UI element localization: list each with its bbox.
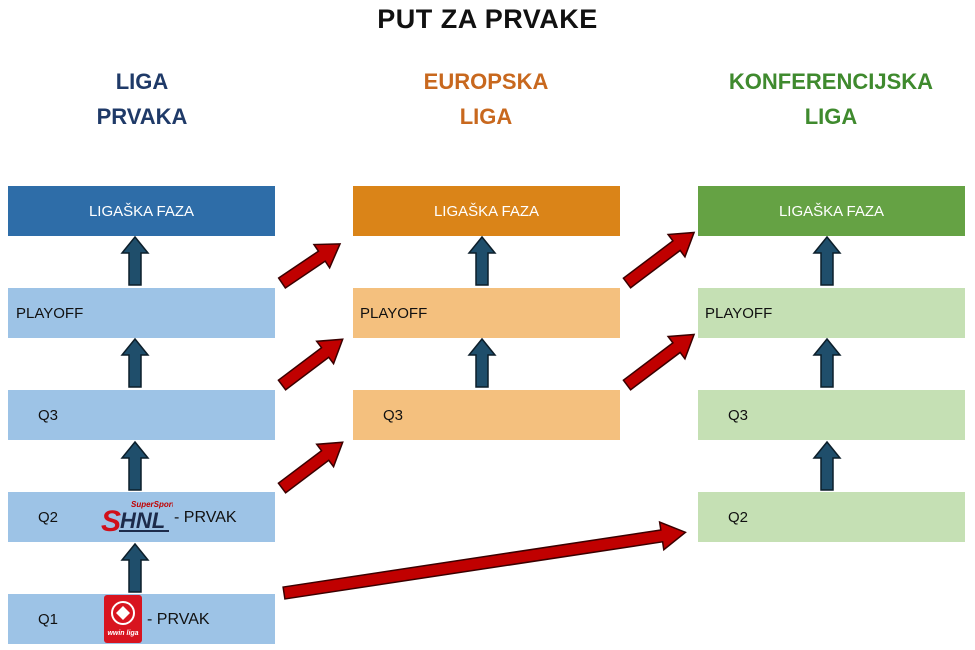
uecl-q2-box: Q2 [698,492,965,542]
transfer-arrow-icon [277,441,344,494]
heading-conference-league: KONFERENCIJSKA LIGA [681,64,975,134]
logo-prefix: S [101,505,121,536]
uecl-q3-box: Q3 [698,390,965,440]
page-title: PUT ZA PRVAKE [377,4,598,34]
up-arrow-icon [813,338,841,388]
uel-playoff-box: PLAYOFF [353,288,620,338]
up-arrow-icon [121,543,149,593]
logo-text: HNL [120,508,165,533]
box-label: LIGAŠKA FAZA [88,202,195,220]
heading-line1: KONFERENCIJSKA [728,69,934,94]
transfer-arrow-icon [282,520,687,600]
up-arrow-icon [121,236,149,286]
wwin-liga-logo: wwin liga [104,595,142,643]
heading-line2: LIGA [459,104,513,129]
heading-europa-league: EUROPSKA LIGA [336,64,636,134]
transfer-arrow-icon [277,243,342,290]
uel-league-phase-box: LIGAŠKA FAZA [353,186,620,236]
supersport-hnl-logo: SuperSport S HNL [101,500,173,536]
uel-q3-box: Q3 [353,390,620,440]
up-arrow-icon [121,441,149,491]
box-label: Q2 [38,508,59,526]
heading-line2: LIGA [804,104,858,129]
heading-line2: PRVAKA [96,104,188,129]
hnl-champion-label: - PRVAK [174,509,237,526]
box-label: LIGAŠKA FAZA [433,202,540,220]
logo-tag: SuperSport [131,500,173,509]
ucl-league-phase-box: LIGAŠKA FAZA [8,186,275,236]
box-label: LIGAŠKA FAZA [778,202,885,220]
box-label: Q3 [728,406,749,424]
box-label: Q2 [728,508,749,526]
box-label: Q3 [383,406,404,424]
up-arrow-icon [468,236,496,286]
up-arrow-icon [813,441,841,491]
box-label: PLAYOFF [16,304,84,322]
box-label: Q3 [38,406,59,424]
up-arrow-icon [468,338,496,388]
ucl-playoff-box: PLAYOFF [8,288,275,338]
transfer-arrow-icon [622,333,696,391]
heading-champions-league: LIGA PRVAKA [0,64,292,134]
box-label: Q1 [38,610,59,628]
heading-line1: LIGA [115,69,169,94]
uecl-playoff-box: PLAYOFF [698,288,965,338]
logo-text: wwin liga [107,630,138,637]
box-label: PLAYOFF [705,304,773,322]
box-label: PLAYOFF [360,304,428,322]
ucl-q2-box: Q2 [8,492,275,542]
transfer-arrow-icon [622,231,696,289]
ucl-q3-box: Q3 [8,390,275,440]
uecl-league-phase-box: LIGAŠKA FAZA [698,186,965,236]
up-arrow-icon [121,338,149,388]
up-arrow-icon [813,236,841,286]
heading-line1: EUROPSKA [423,69,549,94]
wwin-champion-label: - PRVAK [147,611,210,628]
transfer-arrow-icon [277,338,344,391]
